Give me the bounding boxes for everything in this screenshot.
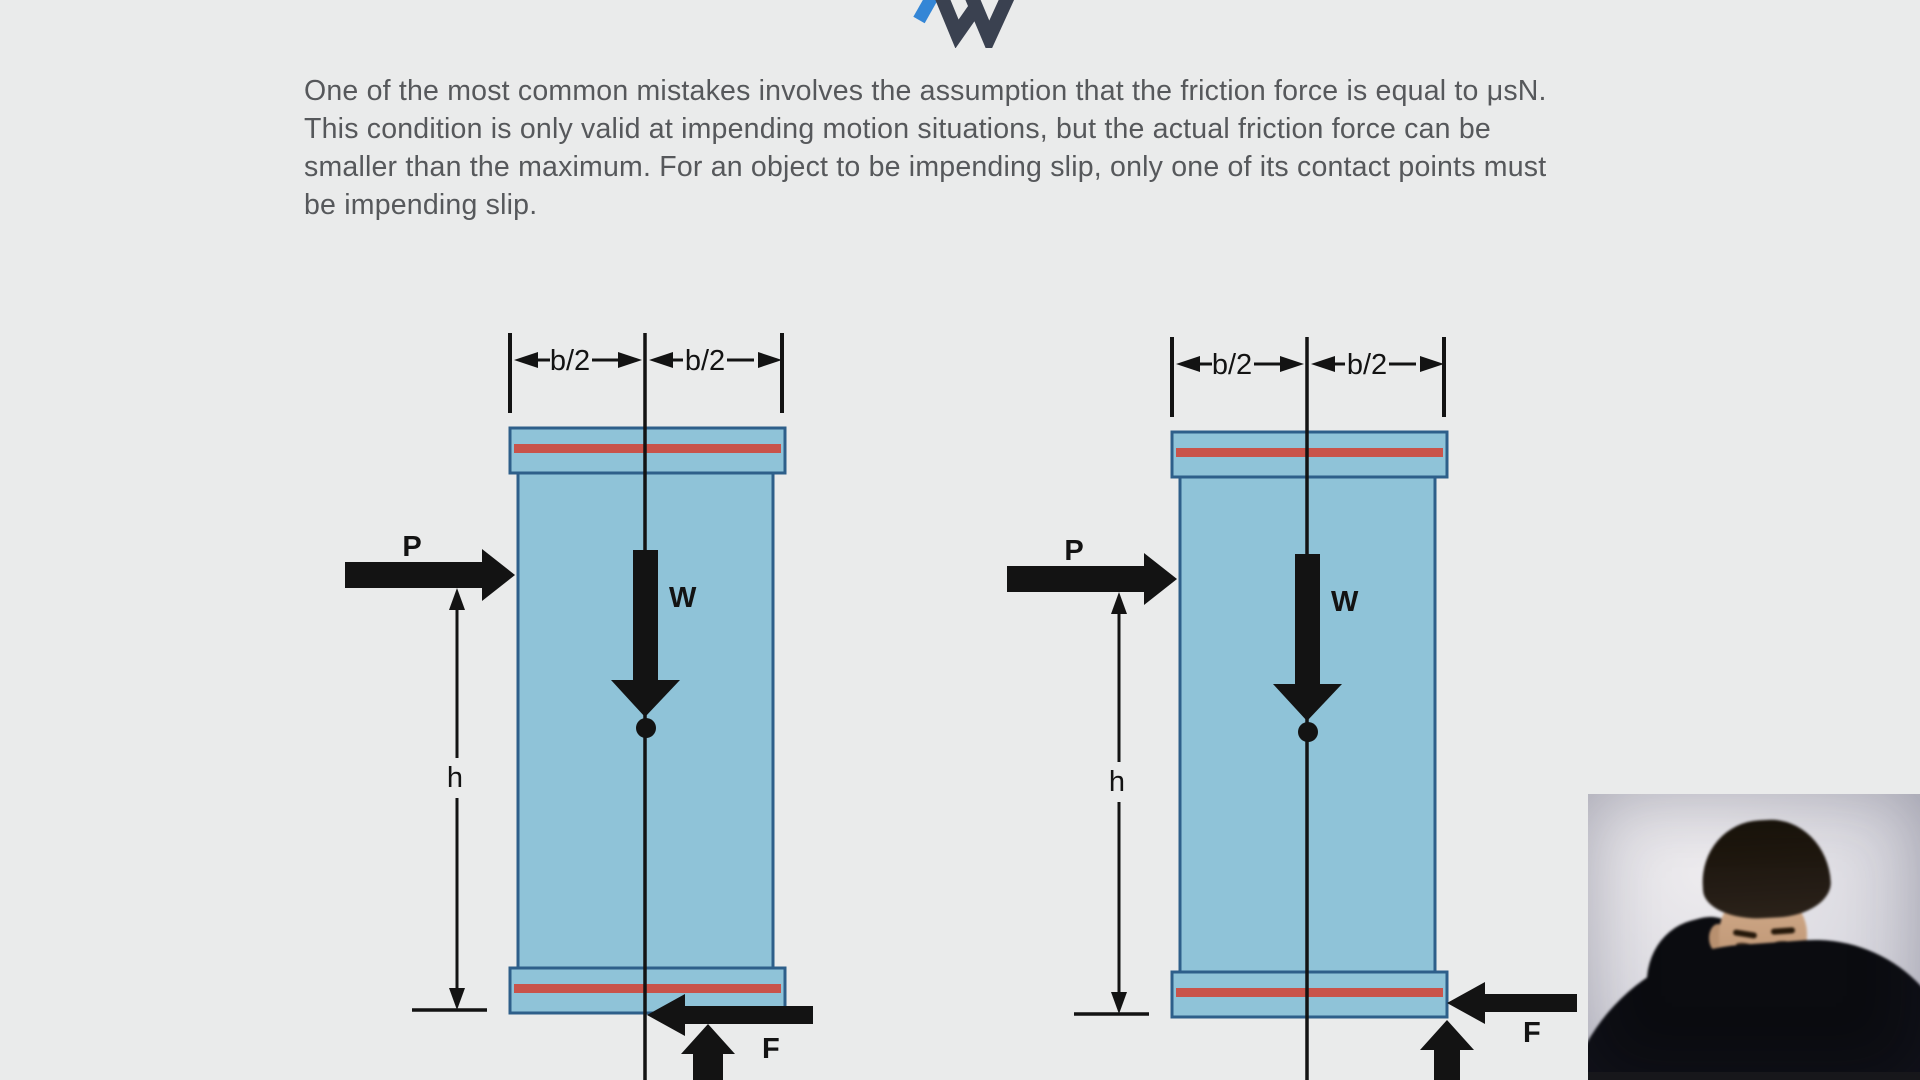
dim-label-b2-left: b/2 [1212,349,1252,381]
force-f-label: F [762,1033,780,1065]
lesson-line: This condition is only valid at impendin… [304,113,1491,145]
dim-label-h: h [447,762,463,794]
dim-label-b2-right: b/2 [1347,349,1387,381]
dim-arrow [1280,356,1304,372]
dim-tick-right [780,333,784,413]
block-top-stripe [1176,448,1443,457]
force-w-shaft [1295,554,1320,684]
dimension-h: h [412,588,487,1012]
force-n [1420,1020,1474,1080]
force-p-head [482,549,515,601]
force-p-label: P [402,531,421,563]
lesson-paragraph: One of the most common mistakes involves… [304,72,1644,224]
dim-label-b2-right: b/2 [685,345,725,377]
force-n-shaft [1434,1050,1460,1080]
force-p-head [1144,553,1177,605]
force-p: P [1007,535,1177,605]
dim-arrow [1176,356,1200,372]
force-w-label: W [1331,586,1359,618]
dimension-b-left-diagram: b/2 b/2 [508,333,784,413]
force-f-shaft [1485,994,1577,1012]
dim-arrow-down [1111,992,1127,1014]
dim-label-h: h [1109,766,1125,798]
dim-label-b2-left: b/2 [550,345,590,377]
force-n [681,1024,735,1080]
force-p: P [345,531,515,601]
center-of-gravity-dot [1298,722,1318,742]
dim-tick-right [1442,337,1446,417]
force-w: W [1273,554,1359,742]
force-n-head [681,1024,735,1054]
force-w-label: W [669,582,697,614]
dim-arrow [618,352,642,368]
lesson-line: be impending slip. [304,189,538,221]
force-f-head [647,994,685,1036]
fbd-right: b/2 b/2 P h [1007,337,1577,1080]
force-f: F [1447,982,1577,1049]
lesson-line: One of the most common mistakes involves… [304,75,1547,107]
block-bottom-stripe [1176,988,1443,997]
force-n-shaft [693,1054,723,1080]
force-w: W [611,550,697,738]
logo-blue-stroke [913,0,938,24]
dim-arrow [514,352,538,368]
force-f-head [1447,982,1485,1024]
brand-w-logo [913,0,1015,48]
logo-right-check [965,0,1015,48]
block-bottom-stripe [514,984,781,993]
block-top-stripe [514,444,781,453]
webcam-vignette [1588,794,1920,1080]
dim-arrow-up [449,588,465,610]
force-w-head [1273,684,1342,721]
fbd-left: b/2 b/2 P h [345,333,813,1080]
force-p-shaft [1007,566,1144,592]
force-p-shaft [345,562,482,588]
dimension-b-right-diagram: b/2 b/2 [1170,337,1446,417]
dimension-h: h [1074,592,1149,1016]
dim-arrow [1420,356,1444,372]
dim-arrow-down [449,988,465,1010]
webcam-bottom-bar [1588,1072,1920,1080]
webcam-person [1588,794,1920,1080]
dim-tick-left [1170,337,1174,417]
force-w-head [611,680,680,717]
force-f: F [647,994,813,1065]
dim-tick-left [508,333,512,413]
logo-left-check [935,0,984,48]
force-w-shaft [633,550,658,680]
center-of-gravity-dot [636,718,656,738]
dim-arrow [758,352,782,368]
force-p-label: P [1064,535,1083,567]
force-f-shaft [685,1006,813,1024]
dim-arrow [1311,356,1335,372]
webcam-overlay [1588,794,1920,1080]
dim-arrow [649,352,673,368]
dim-arrow-up [1111,592,1127,614]
lesson-line: smaller than the maximum. For an object … [304,151,1547,183]
force-n-head [1420,1020,1474,1050]
force-f-label: F [1523,1017,1541,1049]
